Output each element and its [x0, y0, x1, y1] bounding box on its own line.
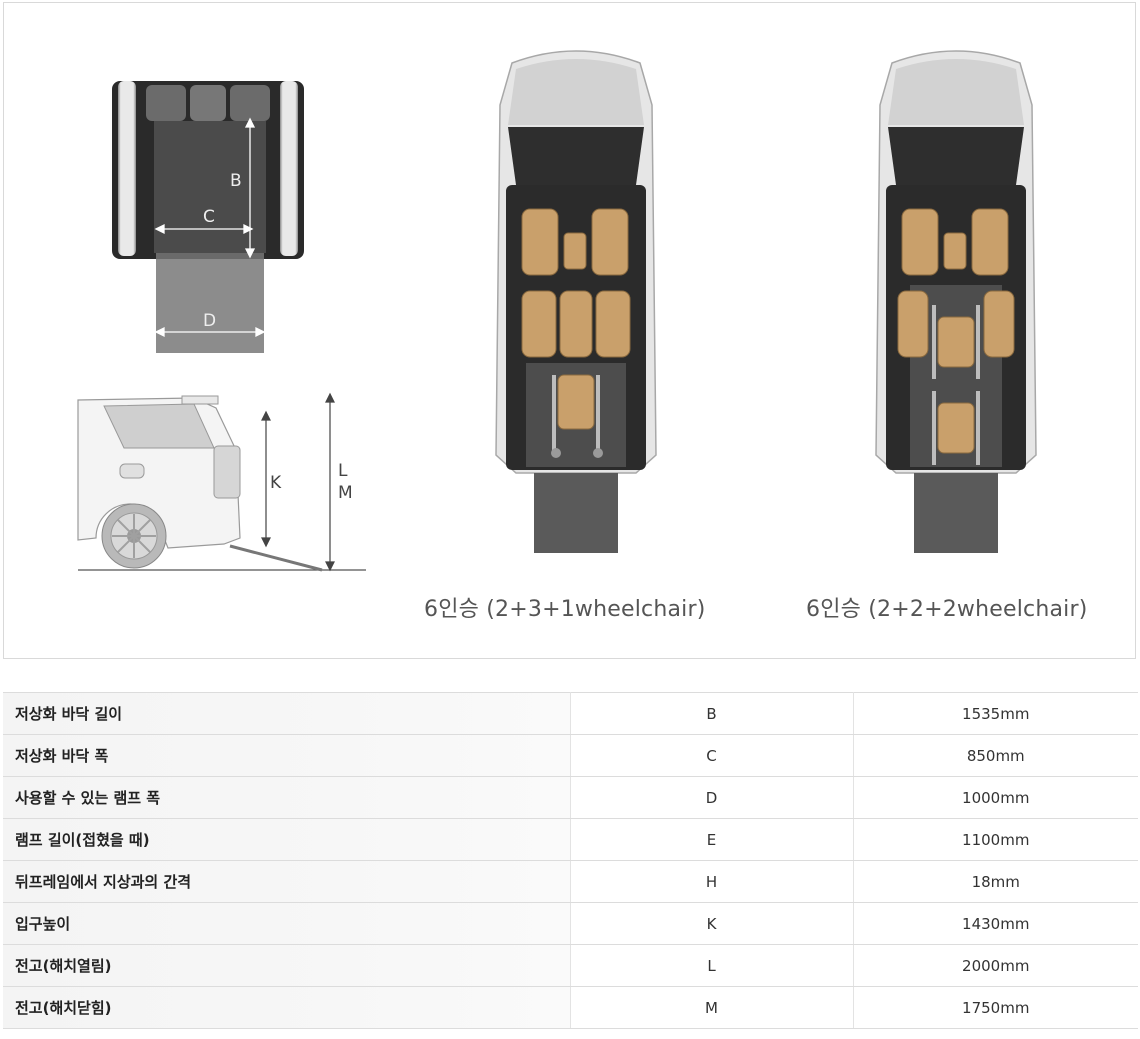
layout-2-2-2-illustration	[875, 50, 1037, 553]
spec-value-cell: 1000mm	[853, 776, 1138, 819]
dim-label-d: D	[203, 311, 217, 331]
side-view-illustration	[77, 392, 366, 572]
dim-label-b: B	[230, 171, 242, 191]
spec-value-cell: 2000mm	[853, 944, 1138, 987]
spec-name-cell: 입구높이	[3, 902, 571, 945]
dim-label-k: K	[270, 473, 282, 493]
spec-code-cell: D	[570, 776, 854, 819]
spec-name-cell: 램프 길이(접혔을 때)	[3, 818, 571, 861]
spec-code-cell: B	[570, 692, 854, 735]
layout-caption-2: 6인승 (2+2+2wheelchair)	[806, 597, 1088, 622]
spec-name-cell: 전고(해치열림)	[3, 944, 571, 987]
spec-value-cell: 1430mm	[853, 902, 1138, 945]
spec-code-cell: C	[570, 734, 854, 777]
spec-value-cell: 1750mm	[853, 986, 1138, 1029]
spec-name-cell: 사용할 수 있는 램프 폭	[3, 776, 571, 819]
spec-value-cell: 18mm	[853, 860, 1138, 903]
spec-name-cell: 저상화 바닥 폭	[3, 734, 571, 777]
spec-value-cell: 1535mm	[853, 692, 1138, 735]
dim-label-l: L	[338, 461, 348, 481]
spec-code-cell: K	[570, 902, 854, 945]
rear-floor-topview-illustration	[112, 81, 304, 353]
spec-value-cell: 850mm	[853, 734, 1138, 777]
layout-2-3-1-illustration	[495, 50, 657, 553]
spec-name-cell: 뒤프레임에서 지상과의 간격	[3, 860, 571, 903]
spec-code-cell: M	[570, 986, 854, 1029]
layout-caption-1: 6인승 (2+3+1wheelchair)	[424, 597, 706, 622]
dim-label-m: M	[338, 483, 353, 503]
spec-code-cell: L	[570, 944, 854, 987]
spec-value-cell: 1100mm	[853, 818, 1138, 861]
dim-label-c: C	[203, 207, 215, 227]
spec-name-cell: 저상화 바닥 길이	[3, 692, 571, 735]
spec-code-cell: H	[570, 860, 854, 903]
figure-panel: B C D K L M	[3, 2, 1136, 659]
spec-name-cell: 전고(해치닫힘)	[3, 986, 571, 1029]
spec-code-cell: E	[570, 818, 854, 861]
